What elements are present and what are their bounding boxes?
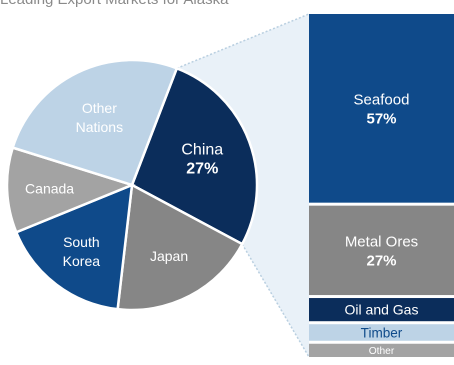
pie-label-other-nations: Other [82, 100, 117, 116]
bar-segment-metal-ores [309, 205, 454, 296]
bar-label-metal-ores: Metal Ores [345, 233, 418, 250]
pie-slice-canada [5, 146, 136, 234]
pie-label-other-nations-2: Nations [76, 119, 123, 135]
bar-segment-oil-and-gas [309, 298, 454, 322]
bar-segment-seafood [309, 14, 454, 203]
bar-label-seafood: Seafood [354, 91, 410, 108]
bar-segment-other [309, 343, 454, 357]
chart-title: Leading Export Markets for Alaska [0, 0, 228, 8]
bar-label-timber: Timber [361, 325, 403, 340]
pie-slice-other-nations [11, 58, 179, 187]
pie-slice-china [130, 66, 259, 246]
pie-slice-japan [116, 183, 244, 312]
pie-label-china-2: 27% [186, 160, 218, 177]
pie-label-south-korea: South [63, 234, 100, 250]
bar-value-seafood: 57% [366, 110, 396, 127]
pie-label-south-korea-2: Korea [63, 253, 101, 269]
pie-label-china: China [181, 141, 223, 158]
pie-slice-south-korea [14, 183, 134, 311]
pie-label-japan: Japan [150, 248, 188, 264]
bar-label-other: Other [369, 346, 395, 357]
bar-label-oil-and-gas: Oil and Gas [345, 302, 419, 318]
bar-segment-timber [309, 324, 454, 341]
connector-line-bottom [241, 243, 310, 358]
bar-value-metal-ores: 27% [366, 252, 396, 269]
pie-label-canada: Canada [25, 180, 74, 196]
